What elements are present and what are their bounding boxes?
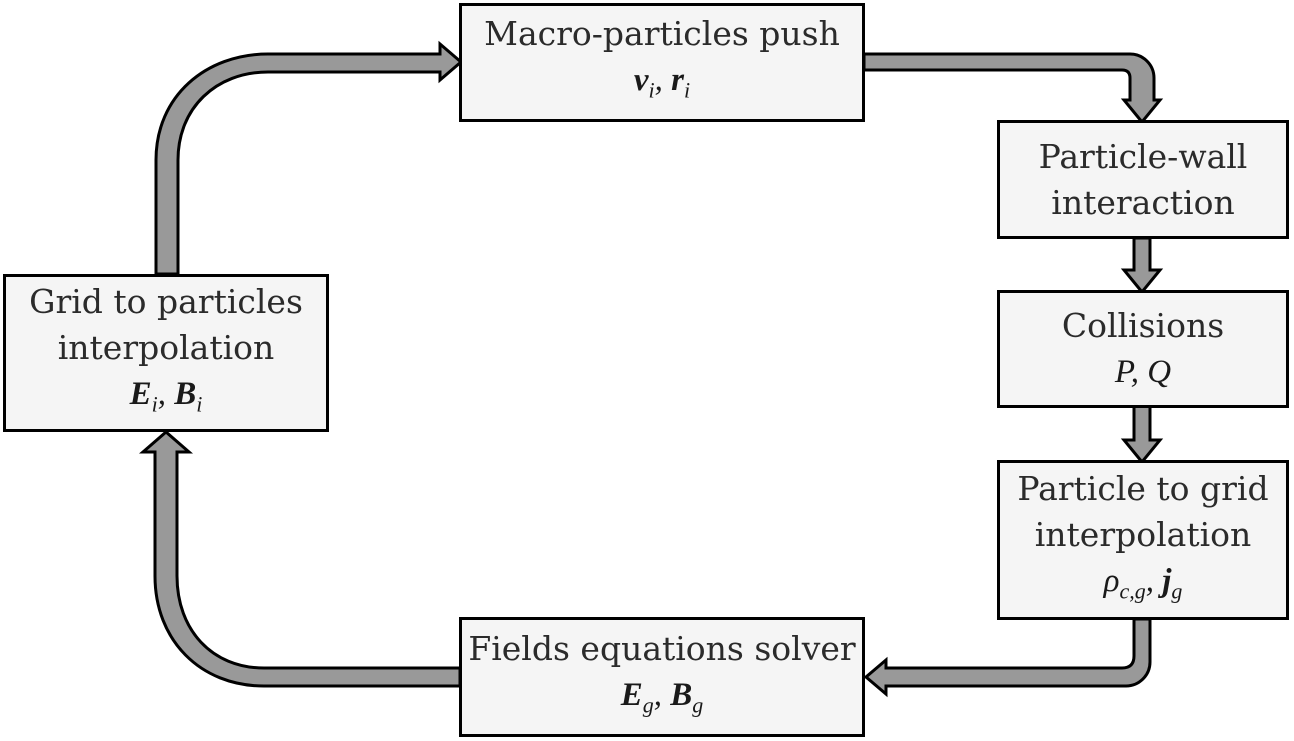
math-Bg: B <box>670 676 693 713</box>
box-fields-equations-solver: Fields equations solver Eg, Bg <box>459 617 865 737</box>
arrow-collisions-to-p2g <box>1120 404 1164 465</box>
box-p2g-line-2: interpolation <box>1034 514 1252 554</box>
box-g2p-math: Ei, Bi <box>129 375 203 417</box>
arrow-solver-to-g2p <box>138 430 462 688</box>
box-collisions: Collisions P, Q <box>997 290 1289 408</box>
math-rho: ρ <box>1103 562 1120 599</box>
box-p2g-math: ρc,g, jg <box>1103 562 1183 604</box>
box-wall-line-1: Particle-wall <box>1038 136 1248 176</box>
math-j-sub: g <box>1171 578 1183 604</box>
math-rho-sub: c,g <box>1119 578 1146 604</box>
box-wall-line-2: interaction <box>1051 182 1235 222</box>
math-Bi-sub: i <box>196 391 203 417</box>
math-r: r <box>671 62 684 99</box>
box-macro-particles-push: Macro-particles push vi, ri <box>459 3 865 122</box>
math-Bg-sub: g <box>692 692 704 718</box>
box-g2p-line-1: Grid to particles <box>29 281 303 321</box>
math-Eg: E <box>620 676 643 713</box>
math-Ei: E <box>129 375 152 412</box>
box-particle-to-grid-interpolation: Particle to grid interpolation ρc,g, jg <box>997 460 1289 620</box>
box-solver-math: Eg, Bg <box>620 676 704 718</box>
box-push-label: Macro-particles push <box>484 14 840 54</box>
math-j: j <box>1162 562 1172 599</box>
box-grid-to-particles-interpolation: Grid to particles interpolation Ei, Bi <box>3 274 329 432</box>
box-p2g-line-1: Particle to grid <box>1017 468 1269 508</box>
math-v-sub: i <box>648 77 655 103</box>
box-particle-wall-interaction: Particle-wall interaction <box>997 120 1289 239</box>
math-r-sub: i <box>684 77 691 103</box>
arrow-push-to-wall <box>862 52 1164 125</box>
math-Ei-sub: i <box>151 391 158 417</box>
arrow-wall-to-collisions <box>1120 236 1164 295</box>
arrow-g2p-to-push <box>154 40 464 276</box>
box-collisions-label: Collisions <box>1061 306 1225 345</box>
box-collisions-math: P, Q <box>1114 354 1172 390</box>
box-g2p-line-2: interpolation <box>57 327 275 367</box>
arrow-p2g-to-solver <box>863 617 1152 698</box>
box-push-math: vi, ri <box>633 62 691 103</box>
box-solver-label: Fields equations solver <box>468 628 856 668</box>
math-Bi: B <box>174 375 197 412</box>
math-Eg-sub: g <box>642 692 654 718</box>
math-v: v <box>633 62 649 99</box>
